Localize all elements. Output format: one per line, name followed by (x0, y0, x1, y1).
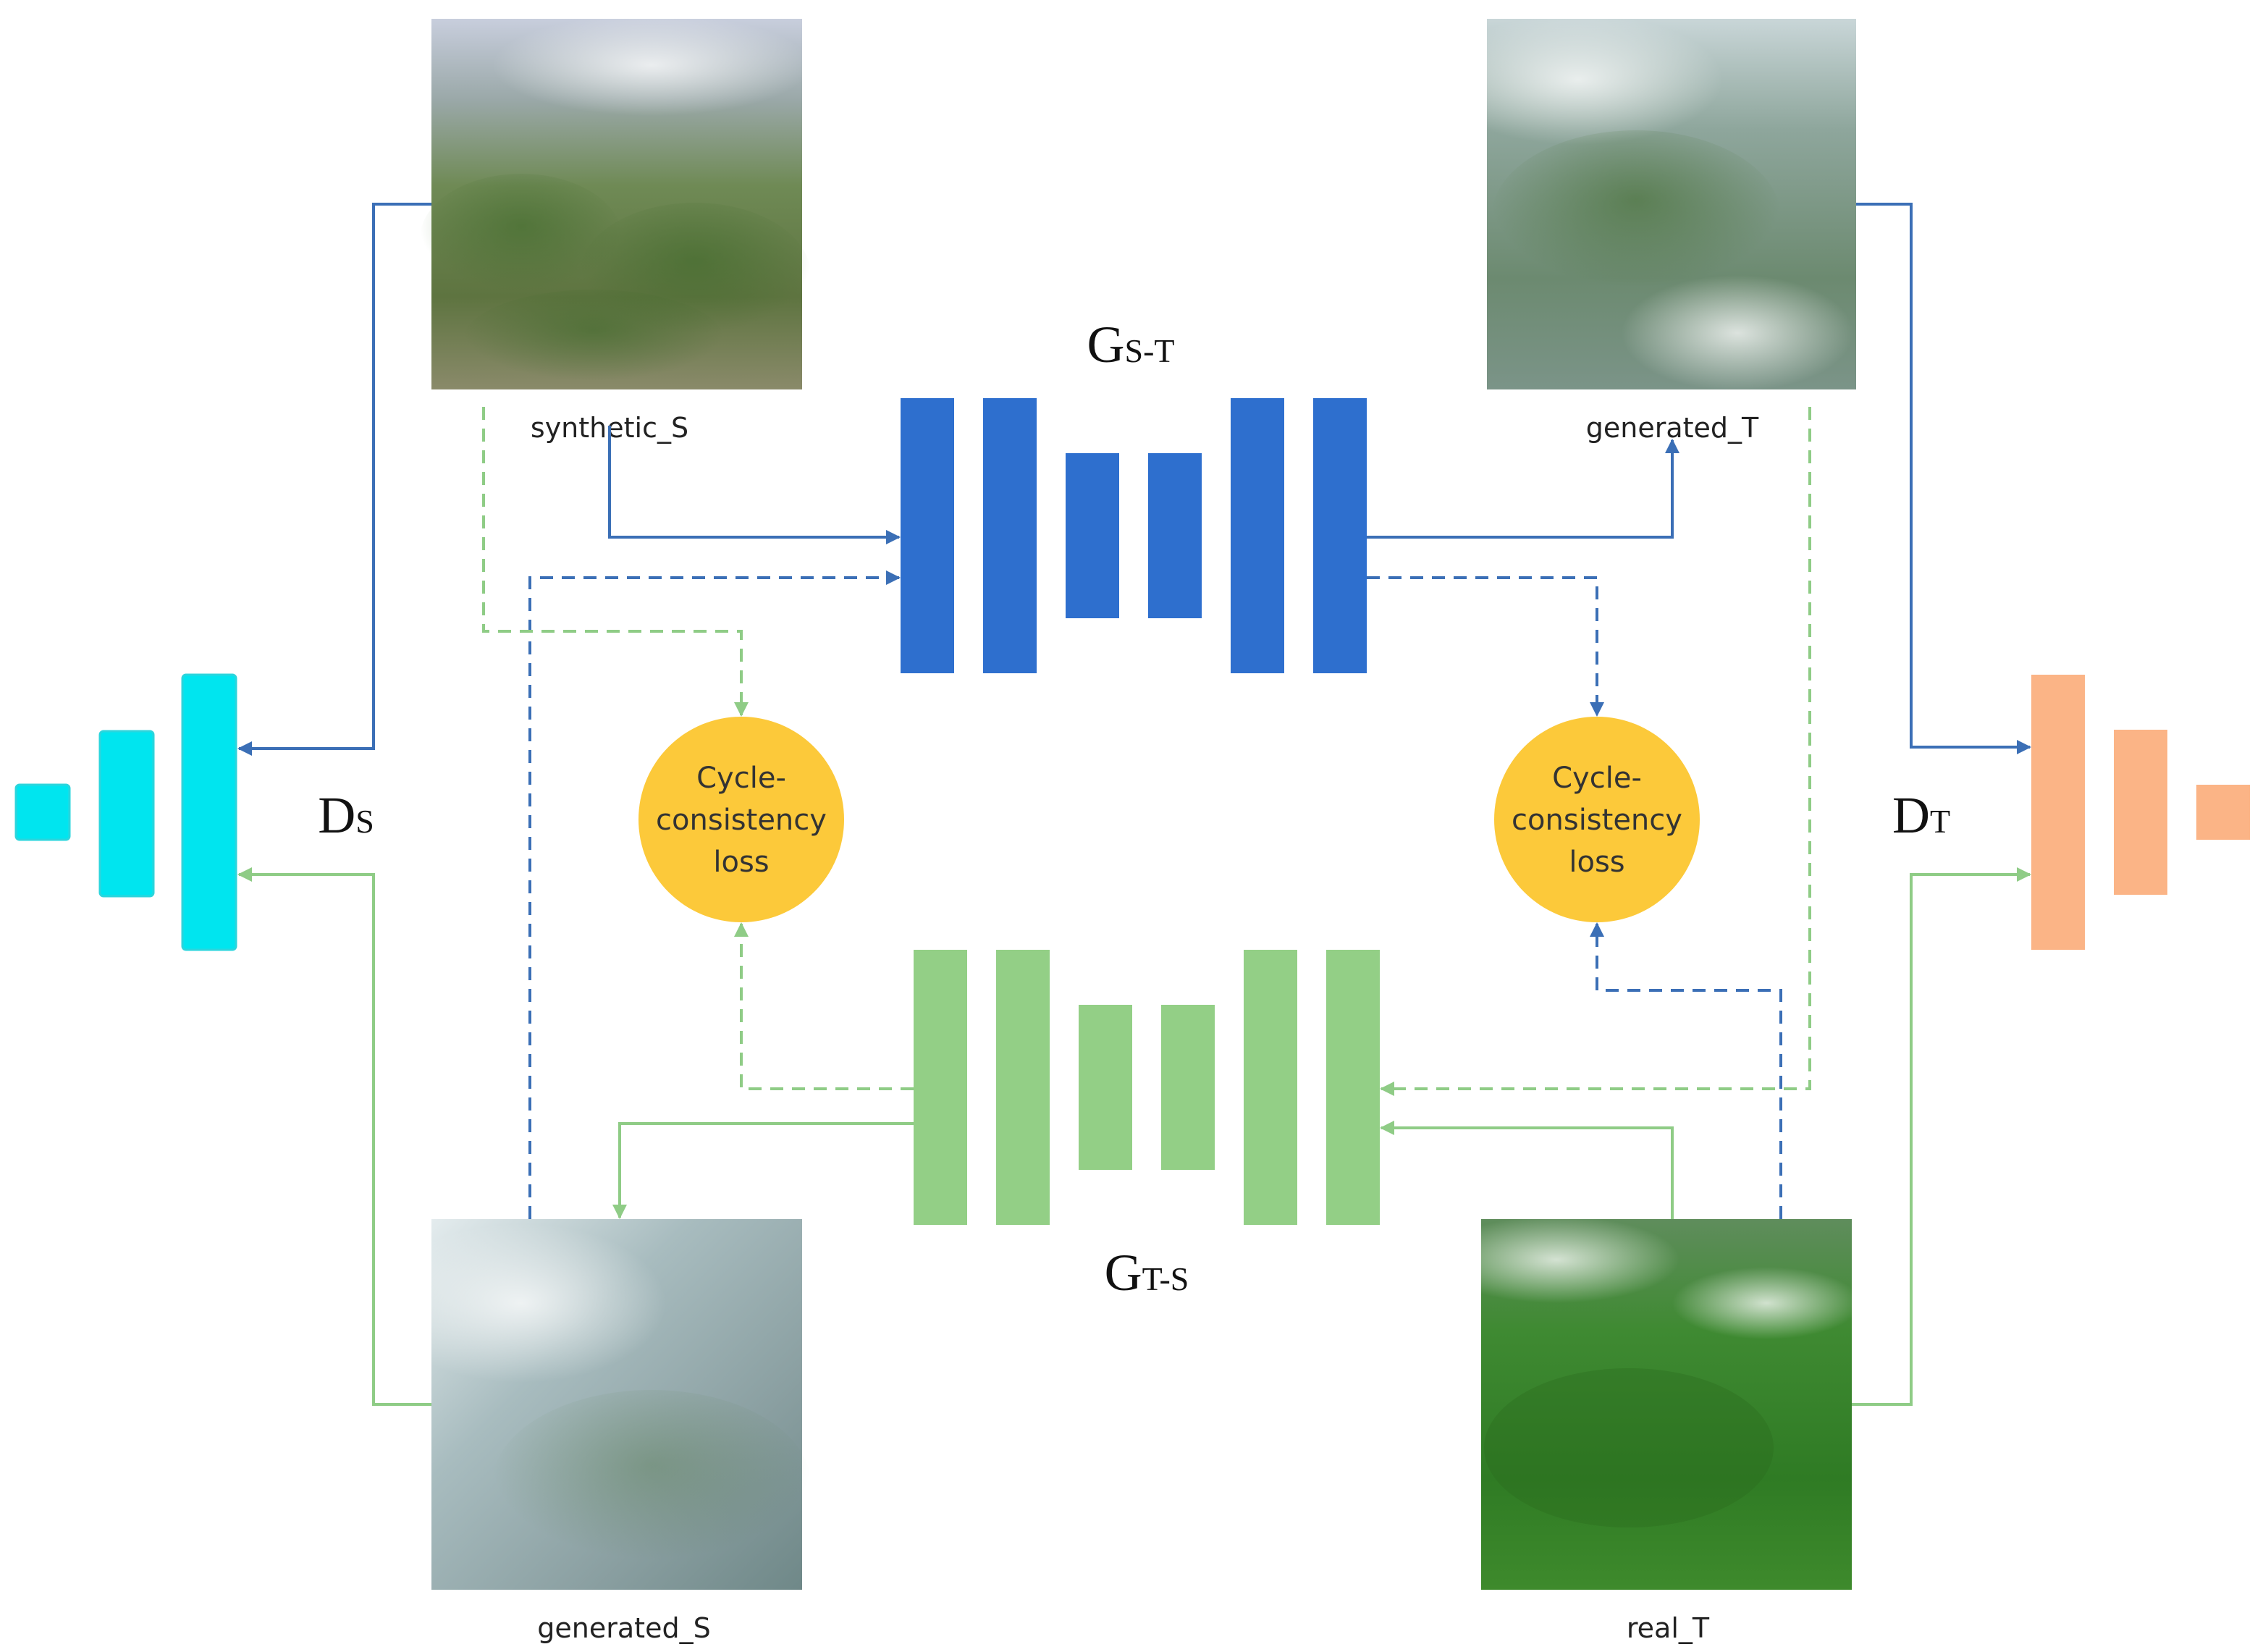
arrow-synthetic-to-loss-left-dashed (482, 407, 749, 717)
arrow-gen-to-loss-left-dashed (734, 922, 914, 1090)
generated-s-image (376, 1219, 811, 1590)
arrow-generated-s-to-gen-dashed (528, 570, 901, 1219)
arrow-gen-to-generated-t (1367, 439, 1679, 539)
generator-t-to-s-sub: T-S (1142, 1260, 1189, 1297)
generator-s-to-t (901, 398, 1367, 673)
real-t-label: real_T (1627, 1612, 1710, 1644)
generator-t-to-s-label: GT-S (1105, 1244, 1189, 1302)
discriminator-source-sub: S (355, 803, 374, 840)
arrow-real-t-to-dt (1852, 867, 2031, 1406)
generated-t-label: generated_T (1586, 412, 1759, 444)
arrow-generated-s-to-ds (237, 867, 431, 1406)
generated-t-image (1433, 14, 1856, 391)
cycle-loss-left-line2: consistency (656, 804, 827, 837)
cycle-loss-left: Cycle- consistency loss (638, 717, 844, 922)
generator-t-to-s-letter: G (1105, 1244, 1142, 1302)
generator-s-to-t-label: GS-T (1087, 316, 1175, 374)
discriminator-source-letter: D (318, 786, 355, 844)
cycle-loss-left-line3: loss (713, 846, 769, 879)
cycle-loss-right-line1: Cycle- (1552, 762, 1642, 795)
real-t-image (1433, 1216, 1860, 1590)
discriminator-target-letter: D (1892, 786, 1930, 844)
discriminator-source (14, 673, 237, 951)
arrow-gen-to-loss-right-dashed (1367, 576, 1604, 717)
arrow-gen-to-generated-s (612, 1122, 914, 1219)
discriminator-target-sub: T (1930, 803, 1950, 840)
arrow-synthetic-to-ds (237, 203, 431, 756)
generator-s-to-t-letter: G (1087, 316, 1125, 374)
arrow-generated-t-to-dt (1856, 203, 2031, 754)
cycle-loss-right-line2: consistency (1512, 804, 1682, 837)
arrow-synthetic-to-gen (608, 426, 901, 544)
cycle-loss-right-line3: loss (1569, 846, 1624, 879)
cycle-loss-left-line1: Cycle- (696, 762, 786, 795)
arrow-real-t-to-gen (1380, 1121, 1674, 1219)
generator-t-to-s (914, 950, 1380, 1225)
arrow-generated-t-to-gen-dashed (1380, 407, 1811, 1096)
arrow-real-t-to-loss-right-dashed (1590, 922, 1782, 1219)
synthetic-s-image (420, 14, 811, 391)
discriminator-target (2031, 675, 2250, 950)
generated-s-label: generated_S (537, 1612, 710, 1644)
cycle-loss-right: Cycle- consistency loss (1494, 717, 1700, 922)
discriminator-source-label: DS (318, 786, 374, 844)
generator-s-to-t-sub: S-T (1125, 332, 1175, 369)
discriminator-target-label: DT (1892, 786, 1950, 844)
